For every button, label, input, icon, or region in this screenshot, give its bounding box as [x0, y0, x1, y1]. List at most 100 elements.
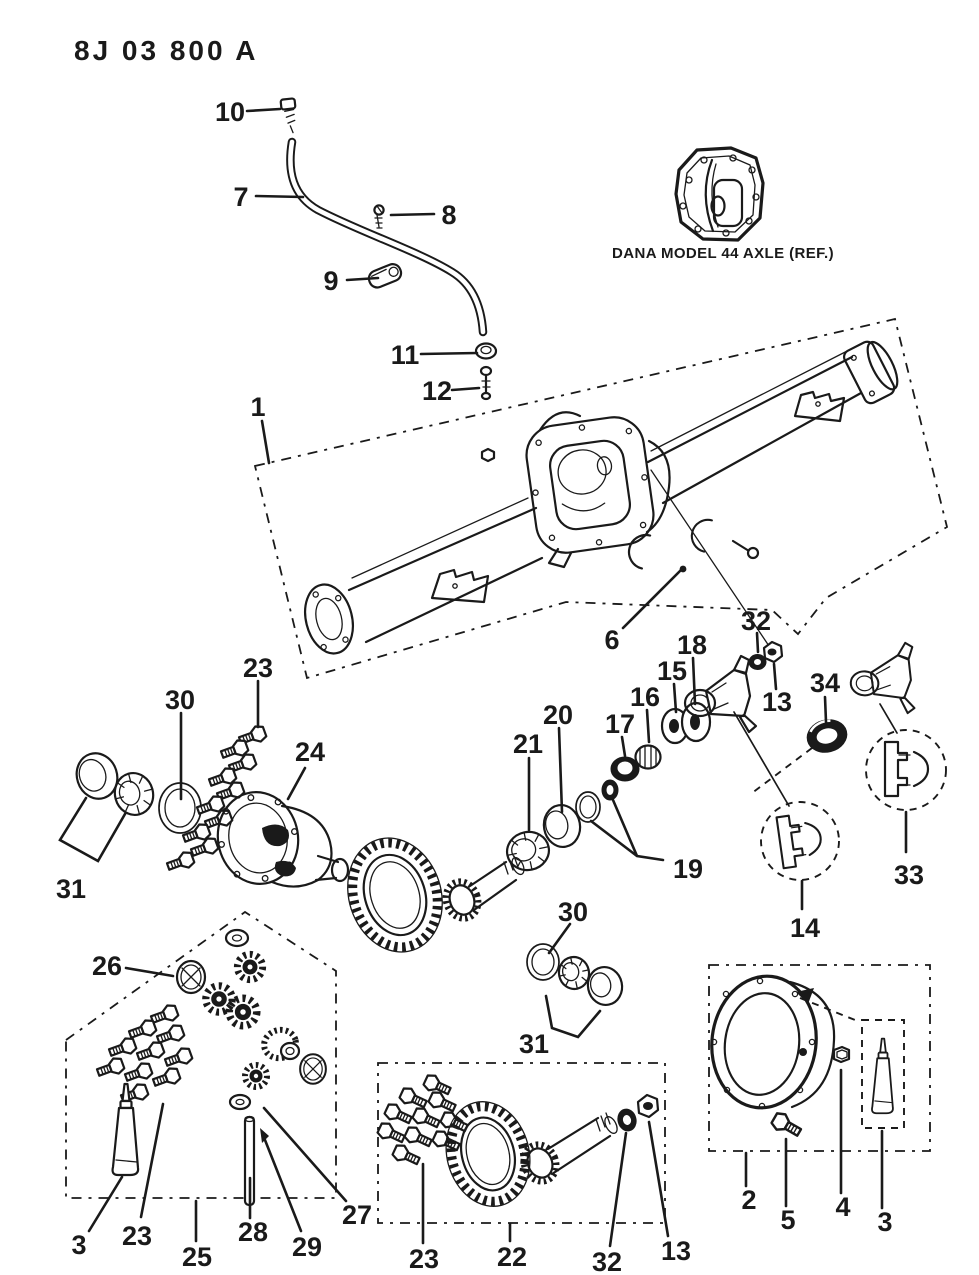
yoke-to-detail-line — [733, 711, 790, 807]
damper-part-34 — [806, 719, 848, 753]
leader-31a — [58, 796, 127, 863]
pinion-nut-part-13 — [762, 640, 784, 664]
sealant-inner-box — [861, 1019, 905, 1129]
shim-part-19a — [575, 791, 601, 823]
housing-bolt — [480, 447, 496, 463]
pinion-nut-part-13b — [636, 1093, 660, 1119]
callout-14: 14 — [790, 913, 820, 943]
pinion-bearing-group-2 — [526, 943, 624, 1007]
sealant-tube-part-3b — [871, 1037, 894, 1115]
leader-32b — [608, 1131, 628, 1248]
leader-20 — [557, 726, 564, 814]
yoke-to-detail-line — [879, 703, 898, 734]
clip-part-9 — [367, 263, 403, 289]
strap-detail-14 — [775, 810, 826, 870]
leader-15 — [672, 682, 678, 714]
callout-23c: 23 — [409, 1244, 439, 1274]
callout-3b: 3 — [877, 1207, 892, 1237]
callout-8: 8 — [441, 200, 456, 230]
callout-12: 12 — [422, 376, 452, 406]
callout-4: 4 — [835, 1192, 850, 1222]
leader-3a — [87, 1175, 124, 1233]
leader-17 — [620, 735, 627, 758]
detail-circle-14 — [760, 801, 840, 881]
callout-23b: 23 — [122, 1221, 152, 1251]
leader-9 — [345, 276, 380, 282]
bearing-cup-part-31a — [75, 752, 119, 800]
leader-27 — [262, 1106, 348, 1203]
callout-labels: 10 7 8 9 11 12 1 6 32 13 18 15 16 17 20 … — [56, 97, 924, 1275]
group-box-cover — [708, 964, 931, 1152]
callout-29: 29 — [292, 1232, 322, 1262]
callout-30b: 30 — [558, 897, 588, 927]
leader-13b — [647, 1120, 670, 1238]
leader-6-dot — [679, 565, 687, 573]
callout-2: 2 — [741, 1185, 756, 1215]
retainer-clip — [624, 530, 652, 570]
vent-tube-assembly — [279, 97, 498, 401]
leader-30b — [547, 922, 572, 955]
group-box-axle — [253, 317, 949, 680]
leader-7 — [254, 194, 305, 199]
leader-10 — [245, 107, 282, 113]
screw-part-8 — [373, 204, 385, 229]
lock-pin-part-6 — [731, 539, 760, 560]
side-gear-hub — [261, 1026, 301, 1062]
bearing-cup-part-20 — [542, 803, 582, 849]
leader-26 — [124, 966, 175, 978]
callout-30a: 30 — [165, 685, 195, 715]
callout-19: 19 — [673, 854, 703, 884]
damper-reference-dash — [751, 747, 813, 794]
callout-32a: 32 — [741, 606, 771, 636]
leader-32a — [755, 631, 760, 654]
callout-31b: 31 — [519, 1029, 549, 1059]
diff-cover-part-2 — [710, 974, 836, 1110]
side-gear — [206, 986, 232, 1012]
bolt-part-5 — [768, 1109, 805, 1142]
pinion-gear — [245, 1065, 267, 1087]
leader-29 — [263, 1138, 303, 1233]
washer-part-32b — [617, 1108, 637, 1132]
vent-cap-part-10 — [279, 97, 297, 134]
nut-part-4 — [832, 1045, 851, 1064]
detail-circle-33 — [865, 729, 947, 811]
cover-bolts-23 — [94, 1001, 195, 1108]
drive-pinion-part-22d — [520, 1112, 618, 1185]
callout-13b: 13 — [661, 1236, 691, 1266]
bearing-cup-part-31d — [586, 965, 624, 1007]
callout-10: 10 — [215, 97, 245, 127]
bearing-part-31b — [113, 772, 155, 816]
callout-13a: 13 — [762, 687, 792, 717]
callout-22: 22 — [497, 1242, 527, 1272]
callout-31a: 31 — [56, 874, 86, 904]
figure-code: 8J 03 800 A — [74, 35, 259, 66]
callout-9: 9 — [323, 266, 338, 296]
washer-part-32 — [748, 654, 767, 670]
axle-yoke — [847, 638, 920, 715]
side-gear — [229, 998, 257, 1026]
group-box-ring-pinion — [377, 1062, 666, 1224]
callout-7: 7 — [233, 182, 248, 212]
callout-34: 34 — [810, 668, 840, 698]
callout-18: 18 — [677, 630, 707, 660]
leader-31b — [544, 994, 602, 1039]
leader-23b — [139, 1102, 165, 1219]
callout-32b: 32 — [592, 1247, 622, 1275]
pinion-install-parts — [505, 638, 947, 881]
pinion-gear — [237, 954, 262, 979]
leader-18 — [691, 656, 697, 706]
reference-caption: DANA MODEL 44 AXLE (REF.) — [612, 245, 834, 262]
thrust-washer-part-26 — [175, 959, 207, 995]
callout-25: 25 — [182, 1242, 212, 1272]
install-reference-line — [650, 469, 770, 647]
ring-and-pinion-box — [375, 1062, 666, 1224]
callout-5: 5 — [780, 1205, 795, 1235]
retainer-clip — [687, 515, 713, 553]
pinion-nut-part-16 — [634, 744, 662, 770]
callout-33: 33 — [894, 860, 924, 890]
washer-small — [224, 928, 250, 948]
callout-28: 28 — [238, 1217, 268, 1247]
callout-11: 11 — [391, 340, 420, 370]
callout-24: 24 — [295, 737, 325, 767]
